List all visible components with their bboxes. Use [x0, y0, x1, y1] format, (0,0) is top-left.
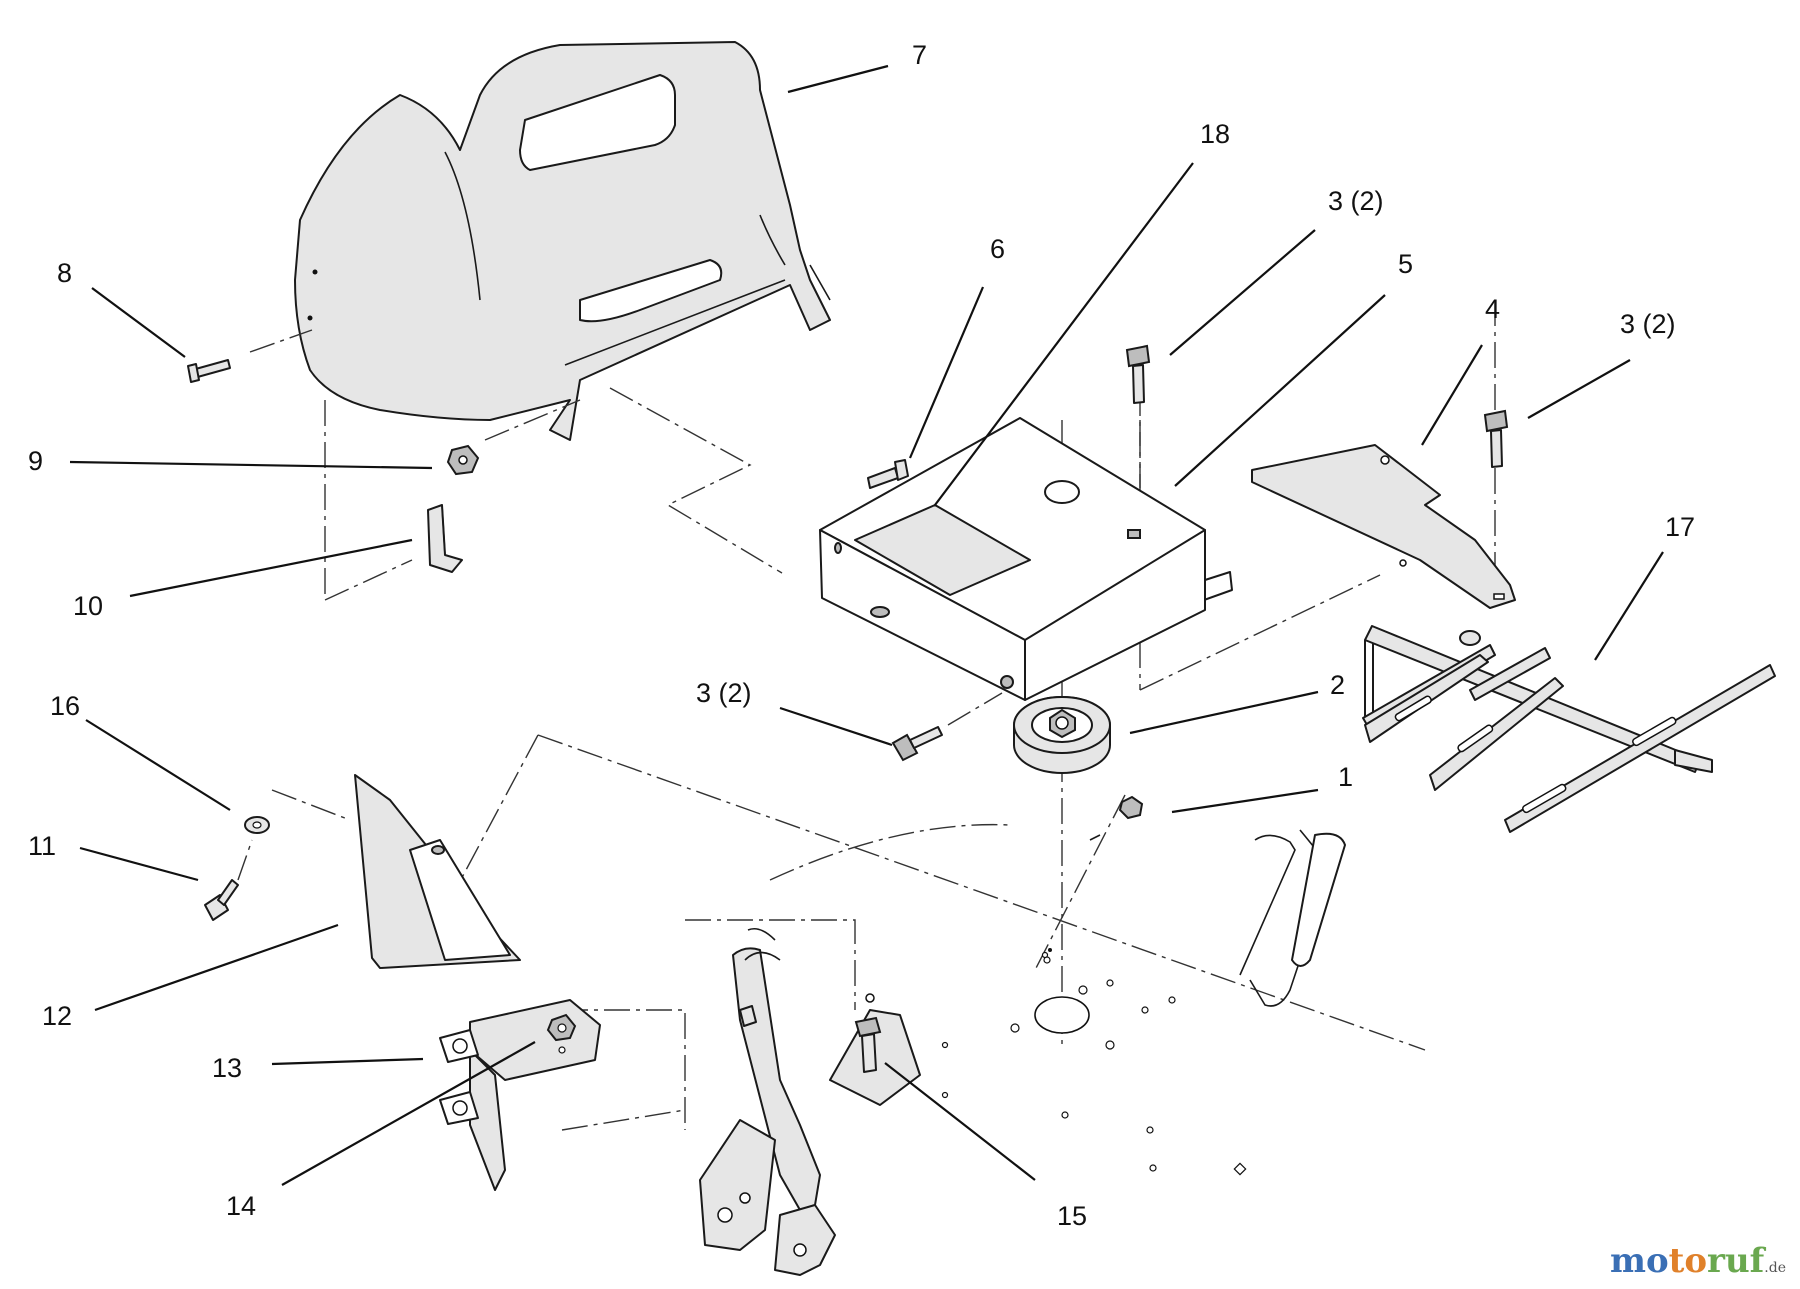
part-9-nut: [446, 399, 581, 476]
part-2-pulley: [1013, 696, 1111, 774]
callout-12: 12: [42, 1001, 72, 1031]
callout-5: 5: [1398, 249, 1413, 279]
part-17-adjuster-assembly: [1362, 625, 1776, 833]
callout-7: 7: [912, 40, 927, 70]
watermark-part-3: ruf: [1707, 1241, 1765, 1281]
part-1-nut: [1118, 795, 1144, 820]
lift-arm: [699, 927, 836, 1276]
callout-15: 15: [1057, 1201, 1087, 1231]
callout-9: 9: [28, 446, 43, 476]
part-3-bolt-lower: [891, 692, 1003, 762]
part-12-deflector: [354, 774, 521, 969]
watermark-logo: motoruf.de: [1610, 1241, 1786, 1281]
callout-10: 10: [73, 591, 103, 621]
callout-8: 8: [57, 258, 72, 288]
callout-3-upper: 3 (2): [1328, 186, 1384, 216]
part-13-idler-bracket: [439, 999, 601, 1191]
part-15-center-bolt: [829, 993, 921, 1106]
callout-18: 18: [1200, 119, 1230, 149]
deck-holes: [941, 948, 1247, 1176]
part-5-belt-cover: [819, 417, 1233, 701]
callout-14: 14: [226, 1191, 256, 1221]
callout-3-right: 3 (2): [1620, 309, 1676, 339]
part-4-mounting-plate: [1251, 444, 1516, 609]
callout-labels: 7 18 3 (2) 6 5 4 3 (2) 8 9 10 17 2 3 (2)…: [28, 40, 1695, 1231]
part-6-bolt: [867, 459, 909, 489]
callout-1: 1: [1338, 762, 1353, 792]
part-11-screw: [204, 839, 253, 921]
callout-13: 13: [212, 1053, 242, 1083]
part-7-chute-housing: [294, 41, 831, 441]
part-16-washer: [244, 789, 351, 834]
part-14-nut-on-bracket: [546, 1013, 577, 1054]
part-3-bolt-right: [1483, 409, 1509, 468]
watermark-part-1: mo: [1609, 1241, 1669, 1281]
callout-16: 16: [50, 691, 80, 721]
callout-11: 11: [28, 831, 56, 861]
callout-4: 4: [1485, 294, 1500, 324]
callout-6: 6: [990, 234, 1005, 264]
callout-17: 17: [1665, 512, 1695, 542]
phantom-lines: [324, 300, 1496, 1131]
watermark-part-2: to: [1668, 1241, 1708, 1281]
deck-outline: [769, 823, 1346, 1007]
callout-3-lower: 3 (2): [696, 678, 752, 708]
part-8-bolt: [187, 329, 313, 383]
watermark-suffix: .de: [1764, 1260, 1786, 1276]
callout-2: 2: [1330, 670, 1345, 700]
part-3-bolt-upper: [1125, 344, 1151, 404]
leader-lines: [69, 64, 1664, 1186]
part-10-bracket: [427, 504, 463, 573]
